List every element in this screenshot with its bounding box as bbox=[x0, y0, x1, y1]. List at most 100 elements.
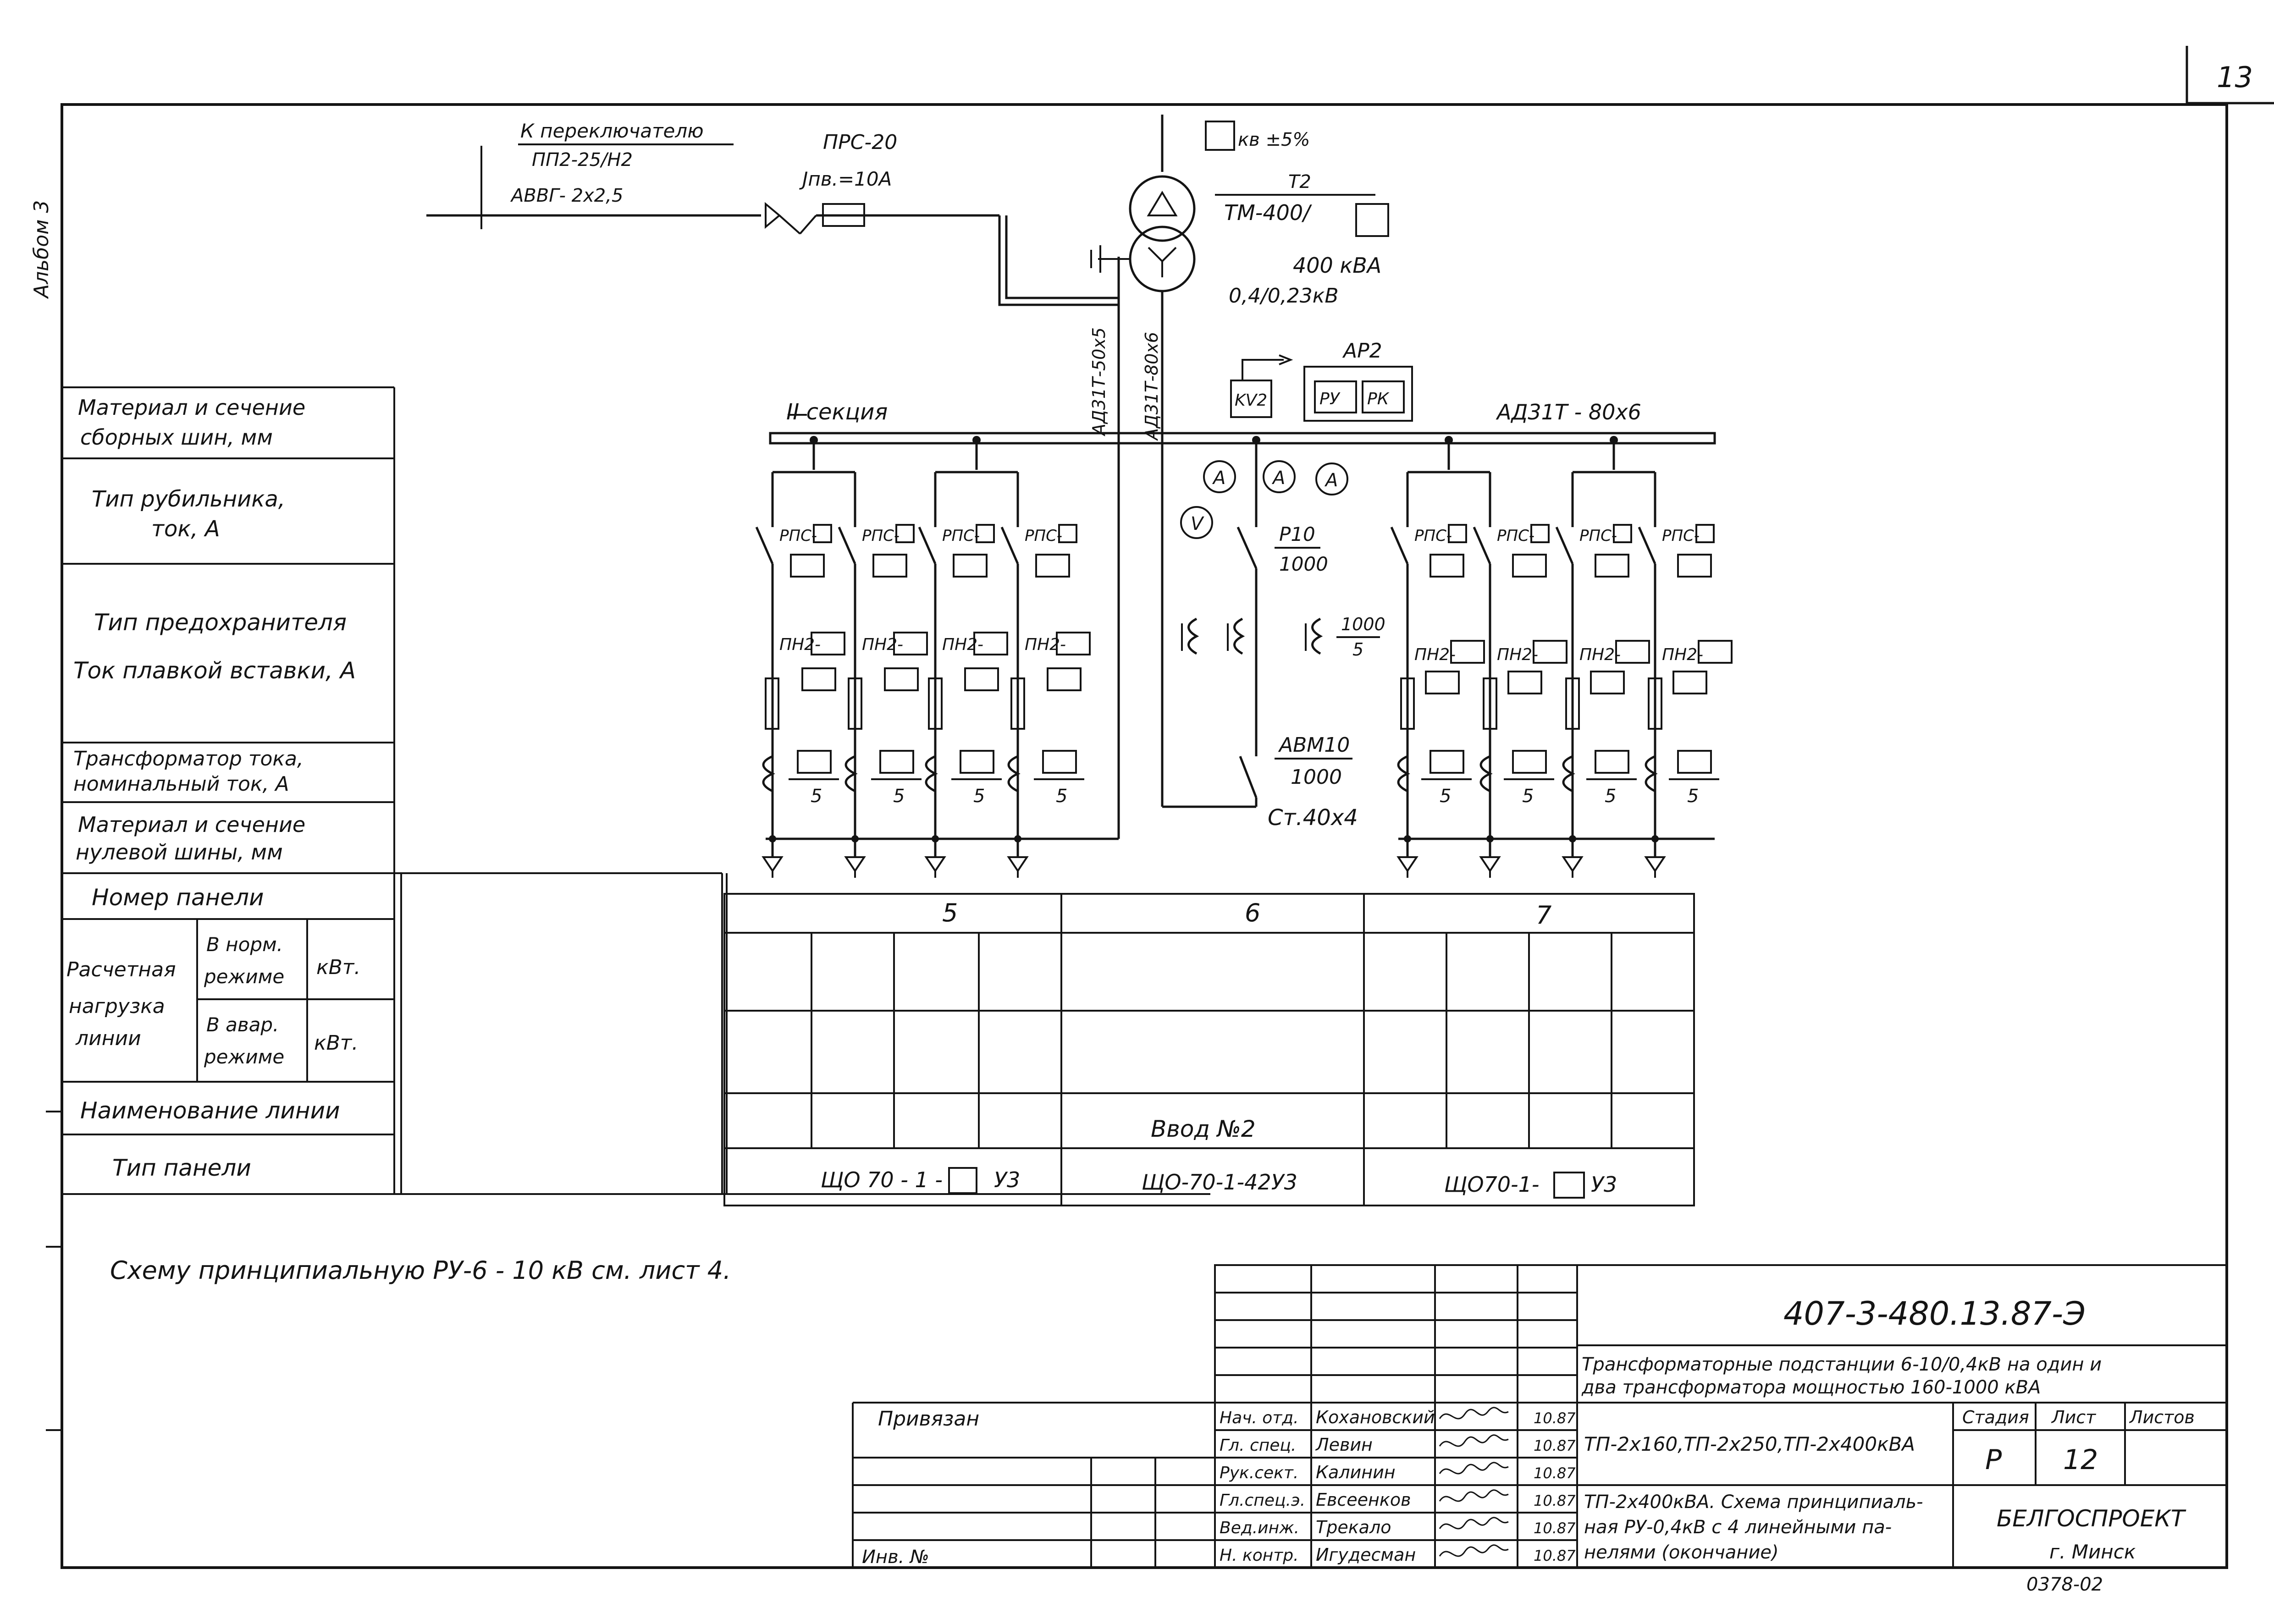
rps-label-8: РПС- bbox=[1662, 527, 1700, 545]
ar2-box bbox=[1303, 366, 1413, 422]
title-block: Привязан Инв. № 407-3-480.13.87-Э Трансф… bbox=[852, 1264, 2228, 1595]
doc-code: 407-3-480.13.87-Э bbox=[1783, 1295, 2086, 1332]
kv2-box bbox=[1230, 380, 1272, 418]
name-4: Евсеенков bbox=[1316, 1490, 1411, 1510]
role-2: Гл. спец. bbox=[1220, 1436, 1296, 1455]
panel-number-5: 5 bbox=[942, 898, 958, 927]
prs-current: Jпв.=10А bbox=[799, 168, 892, 190]
voltmeter bbox=[1180, 506, 1213, 539]
calc-load-2: нагрузка bbox=[69, 995, 165, 1018]
date-2: 10.87 bbox=[1534, 1437, 1576, 1454]
input-line-label: Ввод №2 bbox=[1151, 1116, 1256, 1142]
signatures bbox=[1439, 1407, 1509, 1557]
section-label: II секция bbox=[786, 399, 888, 425]
stage-value: Р bbox=[1985, 1444, 2002, 1476]
sheet-header: Лист bbox=[2051, 1407, 2097, 1427]
pn2-label-5: ПН2- bbox=[1414, 645, 1456, 664]
transformer-primary bbox=[1129, 175, 1196, 242]
row-switch-type-1: Тип рубильника, bbox=[92, 486, 285, 512]
row-neutral-1: Материал и сечение bbox=[78, 812, 305, 837]
ammeter-2-label: A bbox=[1271, 468, 1285, 489]
unit-kw-emergency: кВт. bbox=[314, 1031, 358, 1055]
reference-note: Схему принципиальную РУ-6 - 10 кВ см. ли… bbox=[110, 1256, 731, 1285]
rk-label: РК bbox=[1367, 390, 1390, 408]
title-line-2: два трансформатора мощностью 160-1000 кВ… bbox=[1581, 1377, 2041, 1398]
transformer-type-box bbox=[1355, 203, 1389, 237]
switch-ref-3: АВВГ- 2х2,5 bbox=[510, 185, 623, 206]
voltmeter-label: V bbox=[1191, 513, 1204, 534]
line-name-label: Наименование линии bbox=[80, 1097, 340, 1124]
ct-secondary-7: 5 bbox=[1605, 786, 1616, 807]
panel-number-label: Номер панели bbox=[92, 884, 264, 911]
transformer-type: ТМ-400/ bbox=[1224, 200, 1312, 225]
sheet-frame bbox=[61, 103, 2228, 1569]
row-ct-2: номинальный ток, А bbox=[73, 772, 289, 796]
single-line-scheme: К переключателю ПП2-25/Н2 АВВГ- 2х2,5 ПР… bbox=[426, 115, 1733, 878]
calc-load-3: линии bbox=[75, 1027, 141, 1050]
kv-label: кв ±5% bbox=[1238, 129, 1310, 150]
ct-secondary-8: 5 bbox=[1687, 786, 1699, 807]
date-6: 10.87 bbox=[1534, 1547, 1576, 1564]
panels-table: 5 6 7 Ввод №2 ЩО 70 - 1 - У3 ЩО-70-1-42У… bbox=[723, 893, 1695, 1206]
role-3: Рук.сект. bbox=[1220, 1464, 1298, 1482]
switch-ref-1: К переключателю bbox=[520, 120, 704, 142]
ct-top: 1000 bbox=[1341, 614, 1385, 634]
kv2-label: KV2 bbox=[1235, 391, 1267, 410]
normal-mode-1: В норм. bbox=[206, 933, 283, 956]
bus-vertical-2: АД31Т-80х6 bbox=[1142, 332, 1162, 441]
rps-label-5: РПС- bbox=[1414, 527, 1452, 545]
feeder-group-left: РПС- РПС- РПС- РПС- ПН2- ПН2- ПН2- П bbox=[755, 524, 1091, 878]
panel-type-5-suffix: У3 bbox=[994, 1167, 1020, 1192]
desc-line-2: ная РУ-0,4кВ с 4 линейными па- bbox=[1584, 1517, 1892, 1538]
sheets-header: Листов bbox=[2129, 1407, 2195, 1427]
row-fuse-type-1: Тип предохранителя bbox=[94, 609, 347, 636]
name-2: Левин bbox=[1315, 1435, 1373, 1455]
signature-rows: Нач. отд. Гл. спец. Рук.сект. Гл.спец.э.… bbox=[1220, 1407, 1576, 1565]
prs-label: ПРС-20 bbox=[823, 131, 897, 154]
panel-number-7: 7 bbox=[1536, 901, 1551, 930]
normal-mode-2: режиме bbox=[204, 965, 284, 988]
date-4: 10.87 bbox=[1534, 1492, 1576, 1509]
row-switch-type-2: ток, А bbox=[151, 516, 220, 542]
rps-label-3: РПС- bbox=[942, 527, 980, 545]
bus-vertical-1: АД31Т-50х5 bbox=[1089, 327, 1109, 437]
switch-ref-2: ПП2-25/Н2 bbox=[532, 149, 633, 171]
main-bus bbox=[769, 432, 1716, 445]
name-5: Трекало bbox=[1316, 1517, 1391, 1537]
row-neutral-2: нулевой шины, мм bbox=[76, 840, 283, 864]
ct-secondary-6: 5 bbox=[1522, 786, 1534, 807]
kv-box bbox=[1205, 121, 1235, 151]
pn2-label-2: ПН2- bbox=[862, 635, 903, 654]
page-number: 13 bbox=[2217, 61, 2253, 94]
unit-kw-normal: кВт. bbox=[316, 956, 360, 979]
role-5: Вед.инж. bbox=[1220, 1519, 1299, 1537]
ct-secondary-2: 5 bbox=[893, 786, 905, 807]
title-line-1: Трансформаторные подстанции 6-10/0,4кВ н… bbox=[1582, 1354, 2102, 1375]
album-label: Альбом 3 bbox=[30, 200, 53, 299]
ct-secondary-3: 5 bbox=[973, 786, 985, 807]
r10-bottom: 1000 bbox=[1279, 553, 1328, 575]
row-bus-material-2: сборных шин, мм bbox=[80, 425, 273, 450]
avm-bottom: 1000 bbox=[1291, 765, 1342, 789]
ammeter-3 bbox=[1315, 462, 1348, 495]
city: г. Минск bbox=[2049, 1541, 2136, 1563]
ammeter-3-label: A bbox=[1324, 470, 1338, 491]
row-bus-material-1: Материал и сечение bbox=[78, 395, 305, 420]
transformer-power: 400 кВА bbox=[1293, 253, 1381, 278]
neutral-bus: Ст.40х4 bbox=[1268, 805, 1358, 831]
emergency-mode-1: В авар. bbox=[206, 1013, 279, 1036]
pn2-label-3: ПН2- bbox=[942, 635, 983, 654]
pn2-label-8: ПН2- bbox=[1662, 645, 1703, 664]
desc-line-3: нелями (окончание) bbox=[1584, 1542, 1779, 1563]
edge-ticks bbox=[46, 1111, 62, 1431]
ar2-label: АР2 bbox=[1342, 339, 1382, 363]
panel-number-6: 6 bbox=[1245, 898, 1260, 927]
ammeter-1-label: A bbox=[1212, 468, 1225, 489]
desc-line-1: ТП-2х400кВА. Схема принципиаль- bbox=[1584, 1492, 1923, 1513]
organization: БЕЛГОСПРОЕКТ bbox=[1997, 1505, 2186, 1532]
date-3: 10.87 bbox=[1534, 1464, 1576, 1482]
incoming-ct bbox=[1187, 617, 1323, 655]
name-6: Игудесман bbox=[1316, 1545, 1416, 1565]
ammeter-2 bbox=[1263, 460, 1296, 493]
page-number-box: 13 bbox=[2186, 46, 2274, 105]
